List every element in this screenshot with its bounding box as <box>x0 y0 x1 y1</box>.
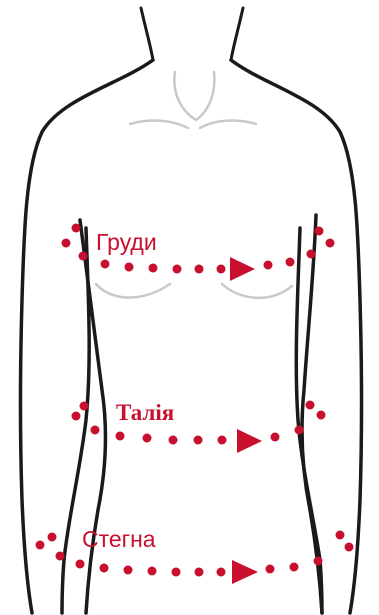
hips-dot <box>36 541 45 550</box>
bust-dot <box>307 250 316 259</box>
waist-measure-line <box>72 401 326 454</box>
left-inner-arm <box>80 220 105 613</box>
breast-curve-left <box>96 284 170 298</box>
waist-label: Талія <box>116 401 174 424</box>
neck-left <box>141 8 153 60</box>
chest-line-left <box>130 121 188 128</box>
bust-dot <box>101 260 110 269</box>
hips-dot <box>290 563 299 572</box>
left-torso-side <box>62 228 89 613</box>
waist-dot <box>317 411 326 420</box>
bust-label: Груди <box>96 231 157 254</box>
waist-dot <box>116 432 125 441</box>
waist-dot <box>143 434 152 443</box>
bust-dot <box>149 264 158 273</box>
bust-dot <box>125 263 134 272</box>
hips-dot <box>195 568 204 577</box>
hips-dot <box>48 533 57 542</box>
waist-dot <box>295 426 304 435</box>
hips-dot <box>266 565 275 574</box>
bust-dot <box>286 258 295 267</box>
breast-curve-right <box>222 284 292 298</box>
bust-dot <box>79 252 88 261</box>
hips-dot <box>76 560 85 569</box>
bust-dot <box>326 239 335 248</box>
hips-label: Стегна <box>82 528 156 551</box>
waist-dot <box>194 436 203 445</box>
bust-dot <box>315 227 324 236</box>
chest-line-right <box>200 121 256 128</box>
hips-dot <box>217 568 226 577</box>
waist-dot <box>80 402 89 411</box>
bust-arrow-icon <box>230 257 255 281</box>
hips-dot <box>124 566 133 575</box>
collarbone-right <box>196 72 214 120</box>
waist-dot <box>271 433 280 442</box>
right-torso-side <box>296 228 322 613</box>
waist-dot <box>91 426 100 435</box>
hips-dot <box>314 557 323 566</box>
waist-dot <box>306 401 315 410</box>
collarbone-left <box>174 72 196 120</box>
bust-dot <box>72 224 81 233</box>
waist-arrow-icon <box>237 429 262 453</box>
waist-dot <box>218 436 227 445</box>
hips-dot <box>148 567 157 576</box>
hips-dot <box>100 564 109 573</box>
waist-dot <box>72 412 81 421</box>
hips-arrow-icon <box>232 560 258 584</box>
bust-dot <box>195 265 204 274</box>
hips-dot <box>56 552 65 561</box>
hips-dot <box>172 568 181 577</box>
bust-dot <box>217 265 226 274</box>
hips-dot <box>336 531 345 540</box>
bust-dot <box>62 239 71 248</box>
hips-dot <box>345 543 354 552</box>
waist-dot <box>169 436 178 445</box>
bust-dot <box>173 265 182 274</box>
neck-right <box>231 8 243 60</box>
bust-dot <box>264 261 273 270</box>
